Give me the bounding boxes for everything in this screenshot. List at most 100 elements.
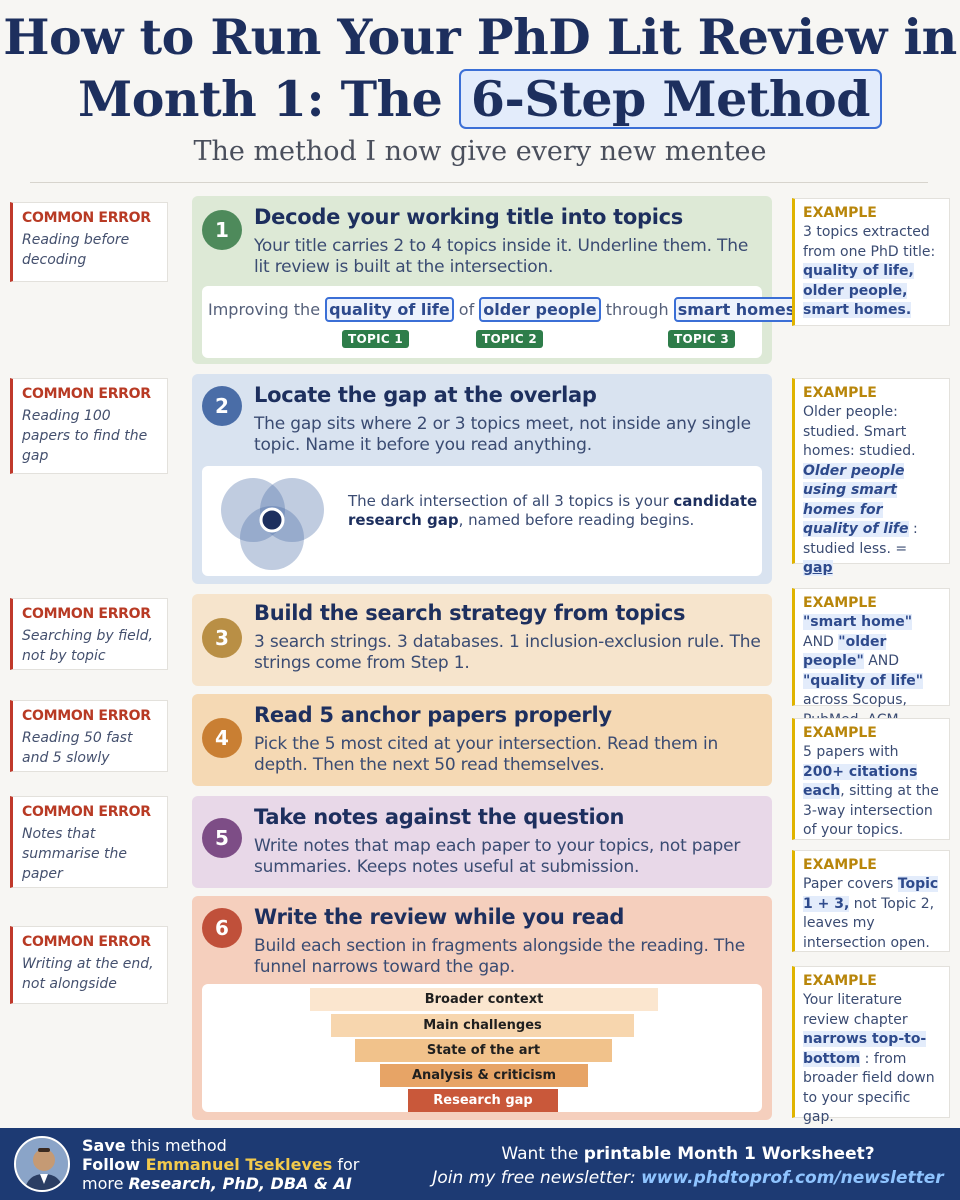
newsletter-link[interactable]: www.phdtoprof.com/newsletter [641,1168,944,1188]
example-2: EXAMPLE Older people: studied. Smart hom… [792,378,950,576]
more-word: more [82,1174,129,1193]
step-5-card: 5 Take notes against the question Write … [192,796,772,888]
venn-text: , named before reading begins. [458,511,695,529]
error-text: Searching by field, not by topic [22,628,154,664]
boolean-operator: AND [803,633,839,650]
venn-caption: The dark intersection of all 3 topics is… [348,492,758,530]
title-line-1: How to Run Your PhD Lit Review in [3,8,957,66]
step-number-3: 3 [202,618,242,658]
example-4: EXAMPLE 5 papers with 200+ citations eac… [792,718,950,840]
venn-bold: candidate research gap [348,492,758,529]
topic-1-box: quality of life [325,297,454,322]
example-plain: 5 papers with [803,744,899,760]
example-heading: EXAMPLE [803,725,877,741]
example-bold: quality of life, older people, smart hom… [803,263,914,318]
example-5: EXAMPLE Paper covers Topic 1 + 3, not To… [792,850,950,952]
step-1-card: 1 Decode your working title into topics … [192,196,800,364]
topics-list: Research, PhD, DBA & AI [128,1174,352,1193]
example-gap: gap [803,560,833,576]
step-2-card: 2 Locate the gap at the overlap The gap … [192,374,772,584]
author-name-link[interactable]: Emmanuel Tsekleves [145,1155,333,1174]
example-plain: : from broader field down to your specif… [803,1050,935,1126]
title-highlight: 6-Step Method [458,69,882,129]
footer-cta: Want the printable Month 1 Worksheet? Jo… [418,1142,958,1190]
topic-extraction-panel: Improving the quality of life of older p… [202,286,800,358]
error-heading: COMMON ERROR [22,804,151,820]
cta-line-1: Want the printable Month 1 Worksheet? [418,1142,958,1166]
example-3: EXAMPLE "smart home" AND "older people" … [792,588,950,728]
example-heading: EXAMPLE [803,385,877,401]
cta-line-2: Join my free newsletter: www.phdtoprof.c… [418,1166,958,1190]
cta-bold: printable Month 1 Worksheet? [583,1144,875,1164]
error-text: Reading 100 papers to find the gap [22,408,148,464]
step-description: Build each section in fragments alongsid… [254,936,745,977]
example-plain: 3 topics extracted from one PhD title: [803,224,936,260]
example-text: Your literature review chapter narrows t… [803,991,941,1128]
step-description: The gap sits where 2 or 3 topics meet, n… [254,414,751,455]
save-line: Save this method [82,1136,359,1155]
page-subtitle: The method I now give every new mentee [193,136,767,167]
step-description: Write notes that map each paper to your … [254,836,741,877]
example-plain: Your literature review chapter [803,992,908,1028]
follow-line: Follow Emmanuel Tsekleves for [82,1155,359,1174]
funnel-level-5: Research gap [408,1089,558,1112]
follow-for: for [332,1155,360,1174]
page-title: How to Run Your PhD Lit Review in Month … [0,6,960,130]
example-1: EXAMPLE 3 topics extracted from one PhD … [792,198,950,326]
save-rest: this method [125,1136,227,1155]
error-heading: COMMON ERROR [22,606,151,622]
title-word: Improving the [208,300,321,319]
example-heading: EXAMPLE [803,857,877,873]
step-3-card: 3 Build the search strategy from topics … [192,594,772,686]
common-error-5: COMMON ERROR Notes that summarise the pa… [10,796,168,888]
follow-word: Follow [82,1155,146,1174]
search-term-1: "smart home" [803,614,913,630]
step-number-2: 2 [202,386,242,426]
example-plain: : studied less. = [803,521,918,557]
footer-banner: Save this method Follow Emmanuel Tseklev… [0,1128,960,1200]
example-bold: Older people using smart homes for quali… [803,462,909,537]
cta-text: Join my free newsletter: [432,1168,642,1188]
example-plain: , sitting at the 3-way intersection of y… [803,783,939,838]
footer-left-text: Save this method Follow Emmanuel Tseklev… [82,1136,359,1193]
common-error-6: COMMON ERROR Writing at the end, not alo… [10,926,168,1004]
funnel-panel: Broader context Main challenges State of… [202,984,762,1112]
topic-3-box: smart homes [673,297,800,322]
title-line-2: Month 1: The 6-Step Method [0,68,960,130]
example-heading: EXAMPLE [803,595,877,611]
step-6-card: 6 Write the review while you read Build … [192,896,772,1120]
header-divider [30,182,928,183]
funnel-level-4: Analysis & criticism [380,1064,588,1087]
example-text: 5 papers with 200+ citations each, sitti… [803,743,941,841]
example-text: Paper covers Topic 1 + 3, not Topic 2, l… [803,875,941,953]
example-plain: Older people: studied. Smart homes: stud… [803,404,916,459]
boolean-operator: AND [863,653,900,669]
topic-1-tag: TOPIC 1 [342,330,410,348]
working-title-sentence: Improving the quality of life of older p… [208,297,800,322]
funnel-level-3: State of the art [355,1039,612,1062]
venn-text: The dark intersection of all 3 topics is… [348,492,674,510]
save-word: Save [82,1136,126,1155]
error-text: Reading 50 fast and 5 slowly [22,730,133,766]
topic-2-box: older people [479,297,601,322]
step-title: Build the search strategy from topics [254,601,686,625]
step-title: Take notes against the question [254,805,625,829]
step-title: Write the review while you read [254,905,625,929]
step-4-card: 4 Read 5 anchor papers properly Pick the… [192,694,772,786]
funnel-level-1: Broader context [310,988,658,1011]
title-word: through [605,300,669,319]
topics-line: more Research, PhD, DBA & AI [82,1174,359,1193]
step-title: Locate the gap at the overlap [254,383,597,407]
step-number-1: 1 [202,210,242,250]
step-number-6: 6 [202,908,242,948]
topic-2-tag: TOPIC 2 [476,330,544,348]
example-plain: Paper covers [803,876,898,892]
author-avatar [14,1136,70,1192]
venn-panel: The dark intersection of all 3 topics is… [202,466,762,576]
common-error-4: COMMON ERROR Reading 50 fast and 5 slowl… [10,700,168,772]
example-text: 3 topics extracted from one PhD title: q… [803,223,941,321]
search-term-3: "quality of life" [803,672,924,689]
common-error-1: COMMON ERROR Reading before decoding [10,202,168,282]
error-text: Reading before decoding [22,232,130,268]
step-description: Your title carries 2 to 4 topics inside … [254,236,749,277]
